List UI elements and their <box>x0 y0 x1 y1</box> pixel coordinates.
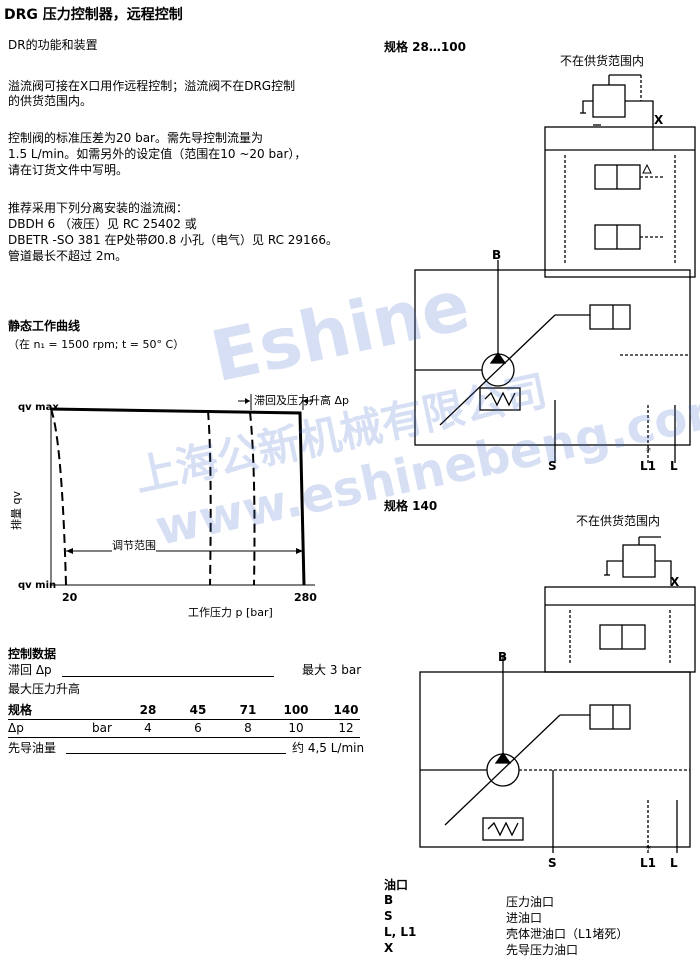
pilot-value: 约 4,5 L/min <box>292 741 365 755</box>
y-max-label: qv max <box>18 402 59 413</box>
size-cell: 71 <box>239 703 257 717</box>
hysteresis-row-label: 滞回 Δp <box>8 663 52 677</box>
port-desc: 先导压力油口 <box>506 943 579 957</box>
port-code: B <box>384 893 394 907</box>
x-min-label: 20 <box>62 591 78 604</box>
curve-condition: （在 n₁ = 1500 rpm; t = 50° C） <box>8 338 185 351</box>
paragraph-line: 推荐采用下列分离安装的溢流阀： <box>8 201 189 215</box>
paragraph-line: 的供货范围内。 <box>8 94 93 108</box>
dp-cell: 6 <box>194 721 202 735</box>
diagram2-heading: 规格 140 <box>384 499 438 513</box>
hydraulic-diagram-1 <box>414 74 696 463</box>
port-code: L, L1 <box>384 925 417 939</box>
port-desc: 壳体泄油口（L1堵死） <box>506 927 629 941</box>
diagram1-port-l1: L1 <box>640 459 656 473</box>
hysteresis-label: 滞回及压力升高 Δp <box>254 394 350 407</box>
diagram2-port-l: L <box>670 856 678 870</box>
diagram2-note: 不在供货范围内 <box>576 514 661 528</box>
diagram2-port-x: X <box>670 575 680 589</box>
diagram1-port-x: X <box>654 113 664 127</box>
table-row: Δp bar 4 6 8 10 12 <box>8 720 360 736</box>
size-cell: 45 <box>189 703 207 717</box>
port-desc: 压力油口 <box>506 895 555 909</box>
diagram2-port-l1: L1 <box>640 856 656 870</box>
port-code: X <box>384 941 394 955</box>
port-code: S <box>384 909 393 923</box>
paragraph-line: 请在订货文件中写明。 <box>8 163 129 177</box>
static-curve-chart <box>50 394 315 586</box>
size-cell: 140 <box>333 703 359 717</box>
paragraph-line: 控制阀的标准压差为20 bar。需先导控制流量为 <box>8 131 263 145</box>
ports-heading: 油口 <box>384 878 409 892</box>
diagram2-port-star: * <box>646 844 651 855</box>
dp-unit: bar <box>92 721 112 735</box>
port-desc: 进油口 <box>506 911 543 925</box>
size-cell: 28 <box>139 703 157 717</box>
control-heading: 控制数据 <box>8 647 57 661</box>
dp-cell: 12 <box>338 721 354 735</box>
paragraph-line: 1.5 L/min。如需另外的设定值（范围在10 ~20 bar）， <box>8 147 307 161</box>
curve-heading: 静态工作曲线 <box>8 319 81 333</box>
dp-cell: 10 <box>288 721 304 735</box>
paragraph-line: 溢流阀可接在X口用作远程控制；溢流阀不在DRG控制 <box>8 79 296 93</box>
diagram1-port-star: * <box>646 446 651 457</box>
x-axis-label: 工作压力 p [bar] <box>188 606 273 619</box>
diagram1-port-l: L <box>670 459 678 473</box>
size-label: 规格 <box>8 703 33 717</box>
diagram1-heading: 规格 28…100 <box>384 40 466 54</box>
diagram1-port-s: S <box>548 459 557 473</box>
y-axis-label: 排量 qv <box>10 491 23 530</box>
dp-cell: 4 <box>144 721 152 735</box>
control-data-table: 规格 28 45 71 100 140 Δp bar 4 6 8 10 12 先… <box>8 702 364 762</box>
hysteresis-row-value: 最大 3 bar <box>302 663 362 677</box>
diagram1-note: 不在供货范围内 <box>560 54 645 68</box>
table-row: 先导油量 约 4,5 L/min <box>8 740 364 756</box>
paragraph-line: DBETR -SO 381 在P处带Ø0.8 小孔（电气）见 RC 29166。 <box>8 233 338 247</box>
pilot-label: 先导油量 <box>8 741 57 755</box>
dp-label: Δp <box>8 721 24 735</box>
size-cell: 100 <box>283 703 309 717</box>
hydraulic-diagram-2 <box>419 536 696 853</box>
table-row: 规格 28 45 71 100 140 <box>8 702 360 718</box>
dp-cell: 8 <box>244 721 252 735</box>
max-rise-label: 最大压力升高 <box>8 682 81 696</box>
diagram2-port-b: B <box>498 650 508 664</box>
paragraph-line: 管道最长不超过 2m。 <box>8 249 128 263</box>
page-title: DRG 压力控制器，远程控制 <box>4 7 183 23</box>
paragraph-line: DBDH 6 （液压）见 RC 25402 或 <box>8 217 197 231</box>
diagram2-port-s: S <box>548 856 557 870</box>
ports-list: B 压力油口 S 进油口 L, L1 壳体泄油口（L1堵死） X 先导压力油口 <box>384 893 684 959</box>
diagram1-port-b: B <box>492 248 502 262</box>
x-max-label: 280 <box>294 591 317 604</box>
range-label: 调节范围 <box>112 537 156 553</box>
section-subtitle: DR的功能和装置 <box>8 38 98 52</box>
y-min-label: qv min <box>18 580 57 591</box>
